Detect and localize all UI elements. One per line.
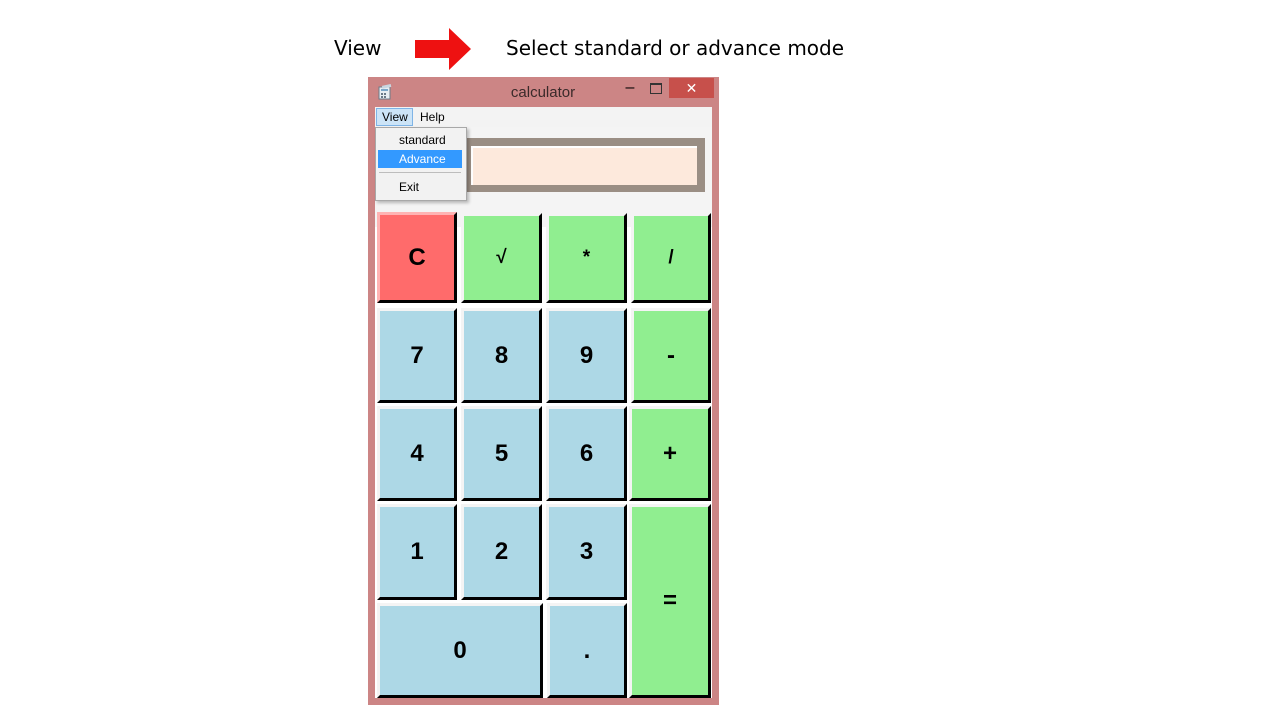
- display-frame: [465, 138, 705, 192]
- digit-4-button[interactable]: 4: [377, 406, 457, 501]
- minus-button[interactable]: -: [631, 308, 711, 403]
- maximize-button[interactable]: [650, 83, 662, 94]
- digit-3-button[interactable]: 3: [546, 504, 627, 600]
- digit-2-button[interactable]: 2: [461, 504, 542, 600]
- clear-button[interactable]: C: [377, 212, 457, 303]
- digit-6-button[interactable]: 6: [546, 406, 627, 501]
- digit-0-button[interactable]: 0: [377, 603, 543, 698]
- sqrt-button[interactable]: √: [461, 213, 542, 303]
- window-title: calculator: [510, 84, 576, 101]
- calculator-client-area: View Help standard Advance Exit C √ * / …: [375, 107, 712, 698]
- calculator-app-icon: [378, 84, 392, 100]
- calculator-window: calculator – ✕ View Help standard Advanc…: [368, 77, 719, 705]
- digit-8-button[interactable]: 8: [461, 308, 542, 403]
- plus-button[interactable]: +: [629, 406, 711, 501]
- view-menu-dropdown: standard Advance Exit: [375, 127, 467, 201]
- menu-separator: [379, 172, 461, 173]
- title-bar[interactable]: calculator – ✕: [368, 77, 719, 107]
- equals-button[interactable]: =: [629, 504, 711, 698]
- decimal-button[interactable]: .: [547, 603, 627, 698]
- menu-item-advance[interactable]: Advance: [378, 150, 462, 168]
- divide-button[interactable]: /: [631, 213, 711, 303]
- close-button[interactable]: ✕: [669, 78, 714, 98]
- multiply-button[interactable]: *: [546, 213, 627, 303]
- minimize-button[interactable]: –: [625, 79, 635, 96]
- menu-item-standard[interactable]: standard: [399, 133, 446, 147]
- display-field[interactable]: [471, 146, 697, 185]
- menu-item-exit[interactable]: Exit: [399, 180, 420, 194]
- annotation-view-label: View: [334, 36, 382, 60]
- menu-view[interactable]: View: [376, 108, 413, 126]
- menu-bar: View Help: [375, 107, 712, 127]
- digit-5-button[interactable]: 5: [461, 406, 542, 501]
- menu-help[interactable]: Help: [420, 110, 445, 124]
- digit-9-button[interactable]: 9: [546, 308, 627, 403]
- digit-7-button[interactable]: 7: [377, 308, 457, 403]
- digit-1-button[interactable]: 1: [377, 504, 457, 600]
- annotation-instruction: Select standard or advance mode: [506, 36, 845, 60]
- right-arrow-icon: [415, 28, 471, 70]
